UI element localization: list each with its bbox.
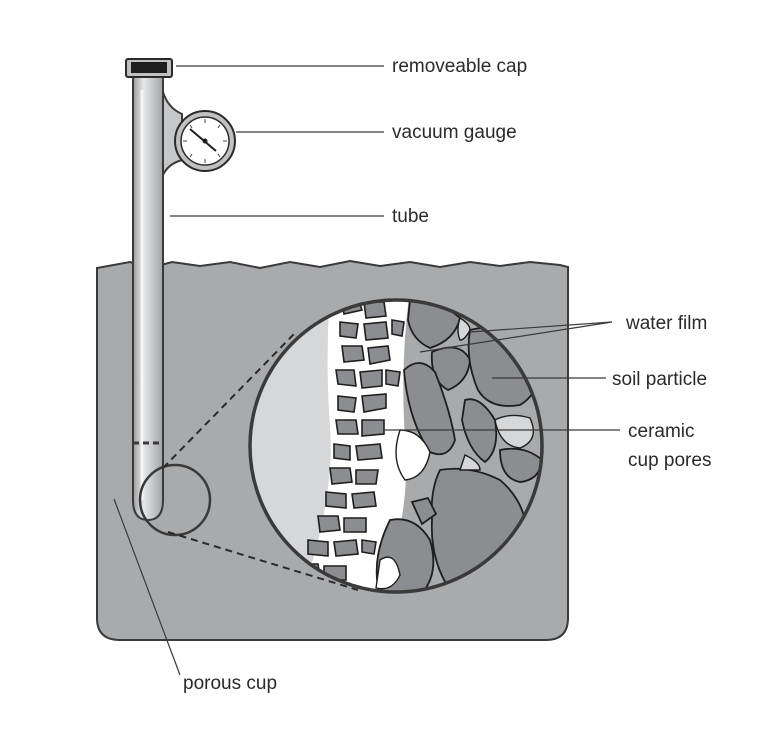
label-cup-pores: cup pores — [628, 450, 711, 471]
label-water-film: water film — [625, 313, 707, 334]
porous-cup-highlight — [138, 463, 212, 537]
label-ceramic: ceramic — [628, 421, 695, 442]
label-soil-particle: soil particle — [612, 369, 707, 390]
leader-porous-cup — [113, 498, 181, 676]
leader-water-film-2 — [419, 321, 613, 353]
removeable-cap — [125, 58, 173, 78]
label-tube: tube — [392, 206, 429, 227]
label-removeable-cap: removeable cap — [392, 56, 527, 77]
tube — [132, 75, 164, 522]
label-vacuum-gauge: vacuum gauge — [392, 122, 517, 143]
vacuum-gauge — [174, 110, 236, 172]
leader-water-film-1 — [469, 321, 613, 333]
label-porous-cup: porous cup — [183, 673, 277, 694]
